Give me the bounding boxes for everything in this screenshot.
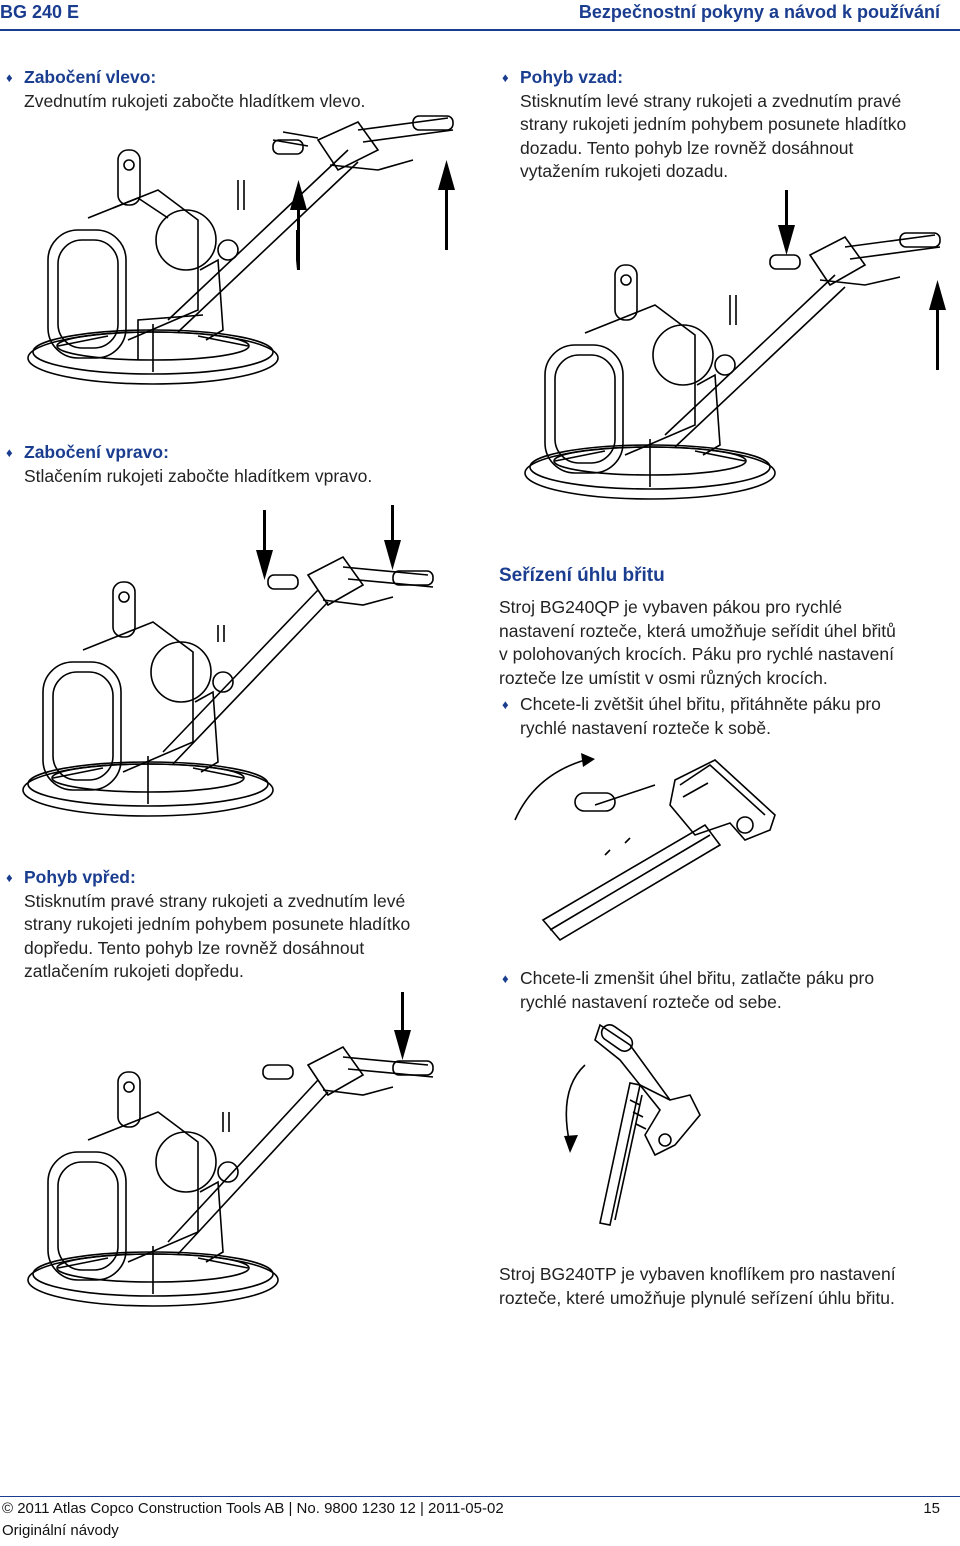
turn-right-block: ♦ Zabočení vpravo: Stlačením rukojeti za… xyxy=(6,441,444,488)
forward-title: Pohyb vpřed: xyxy=(24,867,136,887)
document-title: Bezpečnostní pokyny a návod k používání xyxy=(578,2,940,22)
footer-rule xyxy=(0,1496,960,1497)
copyright-text: © 2011 Atlas Copco Construction Tools AB… xyxy=(2,1500,504,1517)
forward-block: ♦ Pohyb vpřed: Stisknutím pravé strany r… xyxy=(6,866,454,984)
forward-line: Stisknutím pravé strany rukojeti a zvedn… xyxy=(24,890,406,911)
bullet-icon: ♦ xyxy=(502,697,509,712)
blade-line: rozteče lze umístit v osmi různých krocí… xyxy=(499,667,828,688)
trowel-turn-right-illustration xyxy=(18,505,458,835)
increase-line: rychlé nastavení rozteče k sobě. xyxy=(520,717,771,738)
bullet-icon: ♦ xyxy=(6,445,13,460)
page-header: BG 240 E Bezpečnostní pokyny a návod k p… xyxy=(0,0,960,31)
increase-block: ♦ Chcete-li zvětšit úhel břitu, přitáhně… xyxy=(502,693,950,740)
blade-angle-heading: Seřízení úhlu břitu xyxy=(499,565,665,586)
lever-pull-illustration xyxy=(505,745,805,965)
header-rule xyxy=(0,29,960,31)
blade-line: v polohovaných krocích. Páku pro rychlé … xyxy=(499,644,894,664)
bullet-icon: ♦ xyxy=(502,971,509,986)
reverse-line: Stisknutím levé strany rukojeti a zvednu… xyxy=(520,90,902,111)
decrease-line: rychlé nastavení rozteče od sebe. xyxy=(520,991,782,1012)
tp-line: rozteče, které umožňuje plynulé seřízení… xyxy=(499,1287,895,1308)
original-note: Originální návody xyxy=(2,1522,119,1539)
trowel-turn-left-illustration xyxy=(18,110,468,410)
reverse-title: Pohyb vzad: xyxy=(520,67,624,87)
trowel-forward-illustration xyxy=(18,990,458,1330)
forward-line: zatlačením rukojeti dopředu. xyxy=(24,961,244,981)
blade-line: Stroj BG240QP je vybaven pákou pro rychl… xyxy=(499,597,843,617)
tp-line: Stroj BG240TP je vybaven knoflíkem pro n… xyxy=(499,1264,896,1284)
decrease-line: Chcete-li zmenšit úhel břitu, zatlačte p… xyxy=(520,968,875,988)
turn-left-title: Zabočení vlevo: xyxy=(24,67,157,87)
turn-right-title: Zabočení vpravo: xyxy=(24,442,169,462)
reverse-line: strany rukojeti jedním pohybem posunete … xyxy=(520,114,907,134)
reverse-line: vytažením rukojeti dozadu. xyxy=(520,161,729,181)
bullet-icon: ♦ xyxy=(6,70,13,85)
tp-block: Stroj BG240TP je vybaven knoflíkem pro n… xyxy=(499,1263,949,1310)
lever-push-illustration xyxy=(540,1015,780,1245)
forward-line: dopředu. Tento pohyb lze rovněž dosáhnou… xyxy=(24,937,365,958)
bullet-icon: ♦ xyxy=(502,70,509,85)
turn-right-text: Stlačením rukojeti zabočte hladítkem vpr… xyxy=(24,465,373,486)
trowel-reverse-illustration xyxy=(515,185,955,525)
blade-line: nastavení rozteče, která umožňuje seřídi… xyxy=(499,620,896,641)
decrease-block: ♦ Chcete-li zmenšit úhel břitu, zatlačte… xyxy=(502,967,950,1014)
blade-angle-text: Stroj BG240QP je vybaven pákou pro rychl… xyxy=(499,596,949,690)
bullet-icon: ♦ xyxy=(6,870,13,885)
turn-left-text: Zvednutím rukojeti zabočte hladítkem vle… xyxy=(24,90,366,111)
reverse-line: dozadu. Tento pohyb lze rovněž dosáhnout xyxy=(520,137,854,158)
page-number: 15 xyxy=(923,1500,940,1517)
forward-line: strany rukojeti jedním pohybem posunete … xyxy=(24,914,411,934)
turn-left-block: ♦ Zabočení vlevo: Zvednutím rukojeti zab… xyxy=(6,66,444,113)
increase-line: Chcete-li zvětšit úhel břitu, přitáhněte… xyxy=(520,694,881,714)
reverse-block: ♦ Pohyb vzad: Stisknutím levé strany ruk… xyxy=(502,66,950,184)
model-label: BG 240 E xyxy=(0,2,80,22)
